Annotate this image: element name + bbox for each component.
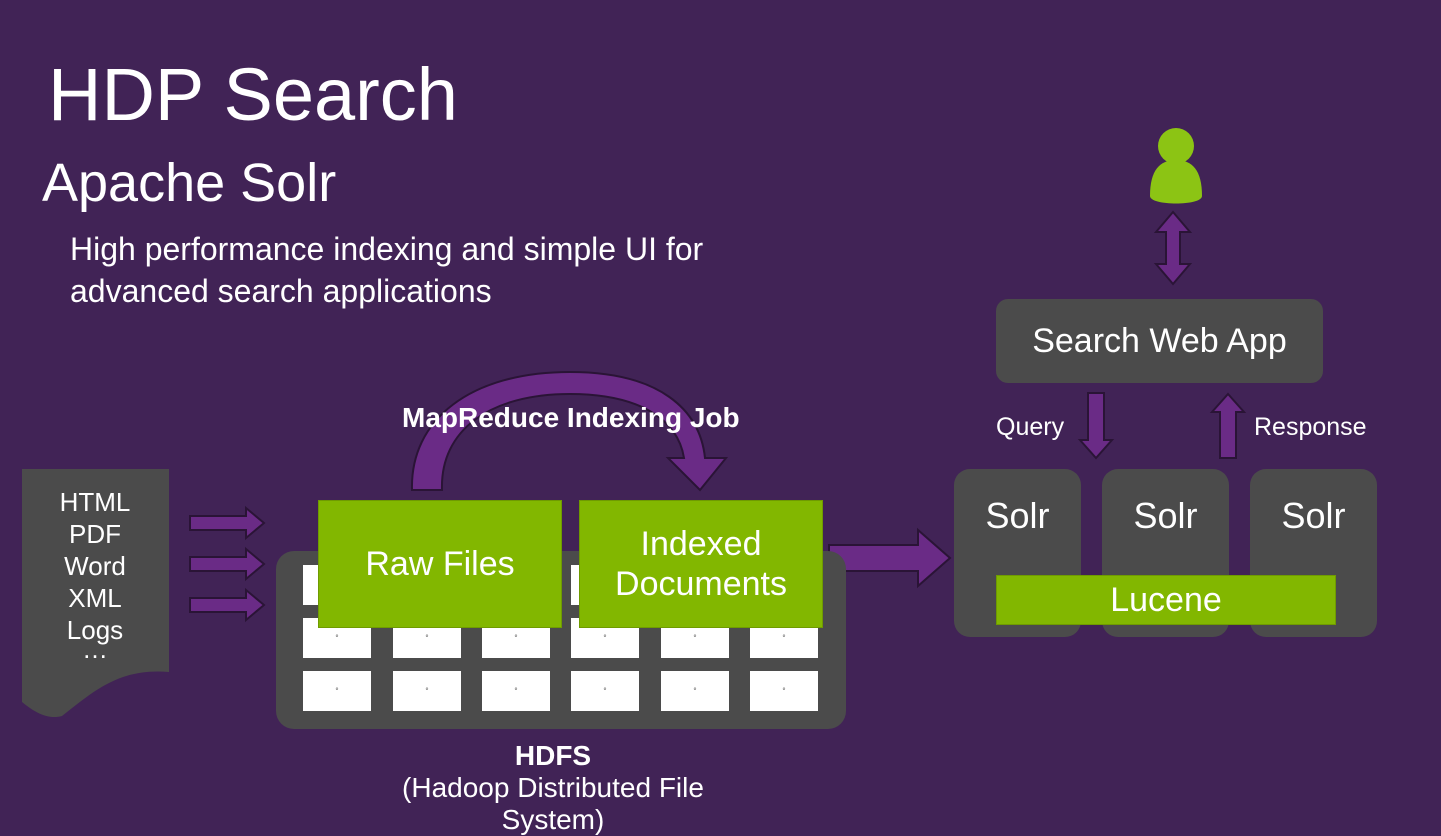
search-web-app-label: Search Web App [1032,321,1287,360]
source-arrow-1 [189,505,266,541]
diagram-shapes [22,128,1247,718]
hdfs-block [750,671,818,711]
solr-node-label: Solr [1281,495,1346,536]
hdfs-block [661,671,729,711]
lucene-bar: Lucene [996,575,1336,625]
query-arrow [1077,392,1115,460]
slide-description: High performance indexing and simple UI … [70,231,704,309]
source-arrow-3 [189,587,266,623]
hdfs-block [571,671,639,711]
user-webapp-double-arrow [1153,210,1193,286]
source-format-more: … [82,634,108,664]
hdfs-full-name: (Hadoop Distributed File System) [402,772,704,835]
source-format-xml: XML [68,583,122,613]
indexed-label-line1: Indexed [640,525,762,563]
hdfs-block [393,671,461,711]
indexed-documents-box: Indexed Documents [579,500,823,628]
mapreduce-label: MapReduce Indexing Job [402,402,740,433]
solr-node-label: Solr [1133,495,1198,536]
source-arrow-2 [189,546,266,582]
search-web-app-box: Search Web App [996,299,1323,383]
raw-files-label: Raw Files [365,544,515,583]
solr-node-label: Solr [985,495,1050,536]
user-icon [1150,128,1202,204]
query-label: Query [996,413,1065,441]
mapreduce-arc-arrow [410,370,729,492]
source-format-pdf: PDF [69,519,121,549]
hdfs-caption: HDFS (Hadoop Distributed File System) [380,740,726,836]
source-arrows [189,505,266,623]
hdfs-name: HDFS [514,740,592,771]
source-document-shape [22,469,169,718]
indexed-label-line2: Documents [615,565,787,603]
hdfs-block [303,671,371,711]
raw-files-box: Raw Files [318,500,562,628]
source-format-word: Word [64,551,126,581]
response-arrow [1209,392,1247,459]
source-format-html: HTML [59,487,131,517]
slide-title: HDP Search [48,53,458,136]
lucene-label: Lucene [1110,580,1222,619]
source-format-logs: Logs [66,615,124,645]
slide-subtitle: Apache Solr [42,153,337,213]
source-format-list: HTML PDF Word XML Logs … [22,486,168,664]
indexed-to-solr-arrow [828,527,952,589]
hdfs-block [482,671,550,711]
response-label: Response [1254,413,1367,441]
